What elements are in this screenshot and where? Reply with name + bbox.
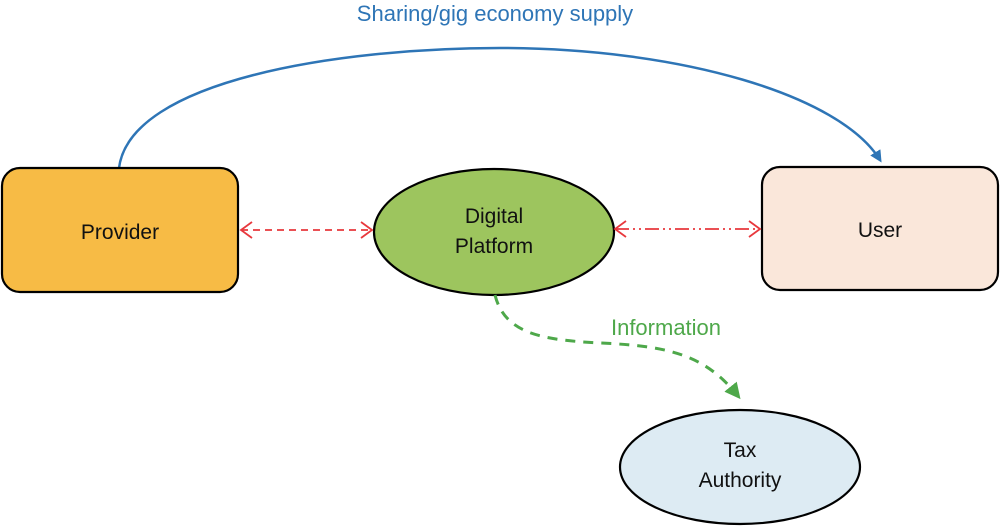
tax-authority-ellipse — [618, 408, 862, 526]
platform-label-line2: Platform — [455, 235, 533, 258]
platform-node[interactable]: Digital Platform — [372, 167, 616, 297]
platform-ellipse — [372, 167, 616, 297]
tax-label-line2: Authority — [699, 469, 782, 492]
tax-label-line1: Tax — [724, 439, 757, 462]
tax-authority-node[interactable]: Tax Authority — [618, 408, 862, 526]
information-label: Information — [611, 315, 721, 340]
user-label: User — [858, 219, 902, 242]
diagram-title: Sharing/gig economy supply — [357, 1, 633, 26]
user-box — [760, 165, 1000, 292]
provider-box — [0, 166, 240, 294]
provider-node[interactable]: Provider — [0, 166, 240, 294]
platform-label-line1: Digital — [465, 205, 523, 228]
supply-arrow — [117, 46, 882, 169]
user-node[interactable]: User — [760, 165, 1000, 292]
information-arrow — [493, 294, 741, 400]
provider-label: Provider — [81, 221, 159, 244]
